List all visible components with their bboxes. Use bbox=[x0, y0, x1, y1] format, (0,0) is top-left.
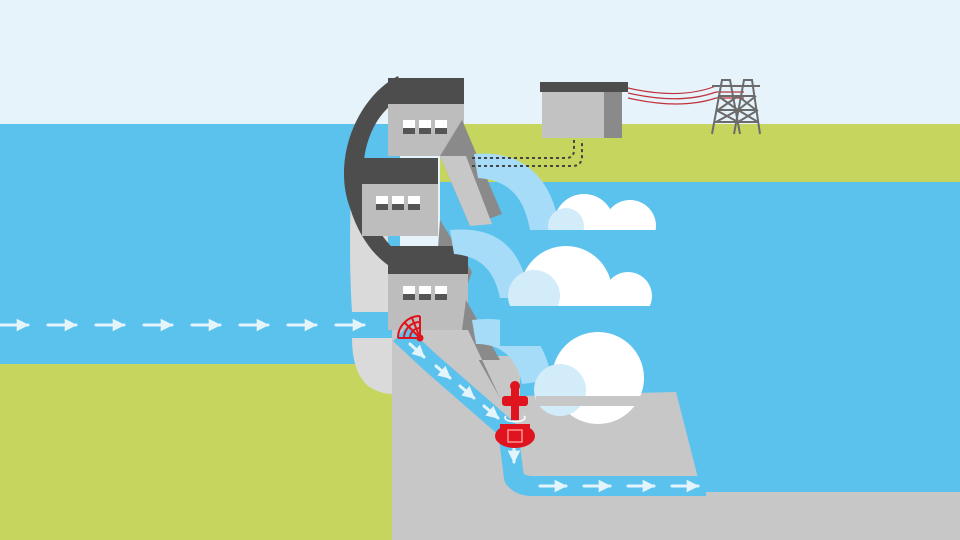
dam-lower-face bbox=[352, 338, 392, 394]
spillway-top-face bbox=[440, 156, 492, 226]
building-middle-roof bbox=[362, 158, 438, 184]
upstream-ground bbox=[0, 364, 392, 540]
reservoir-water bbox=[0, 124, 400, 364]
substation-icon bbox=[540, 82, 628, 138]
dam-roof-arc bbox=[343, 76, 412, 272]
transmission-pylon-icon bbox=[711, 79, 761, 135]
outflow-jet-top bbox=[474, 153, 560, 230]
window-shadows bbox=[376, 128, 447, 300]
penstock-flow-arrows bbox=[408, 342, 700, 493]
building-top-roof bbox=[388, 78, 464, 104]
generator-icon bbox=[502, 381, 528, 420]
turbine-icon bbox=[495, 415, 535, 448]
foam-middle bbox=[500, 246, 670, 346]
underground-cable bbox=[472, 140, 583, 167]
intake-gate-icon bbox=[397, 315, 424, 342]
foam-bottom bbox=[534, 332, 646, 424]
outflow-jet-middle bbox=[450, 229, 530, 298]
